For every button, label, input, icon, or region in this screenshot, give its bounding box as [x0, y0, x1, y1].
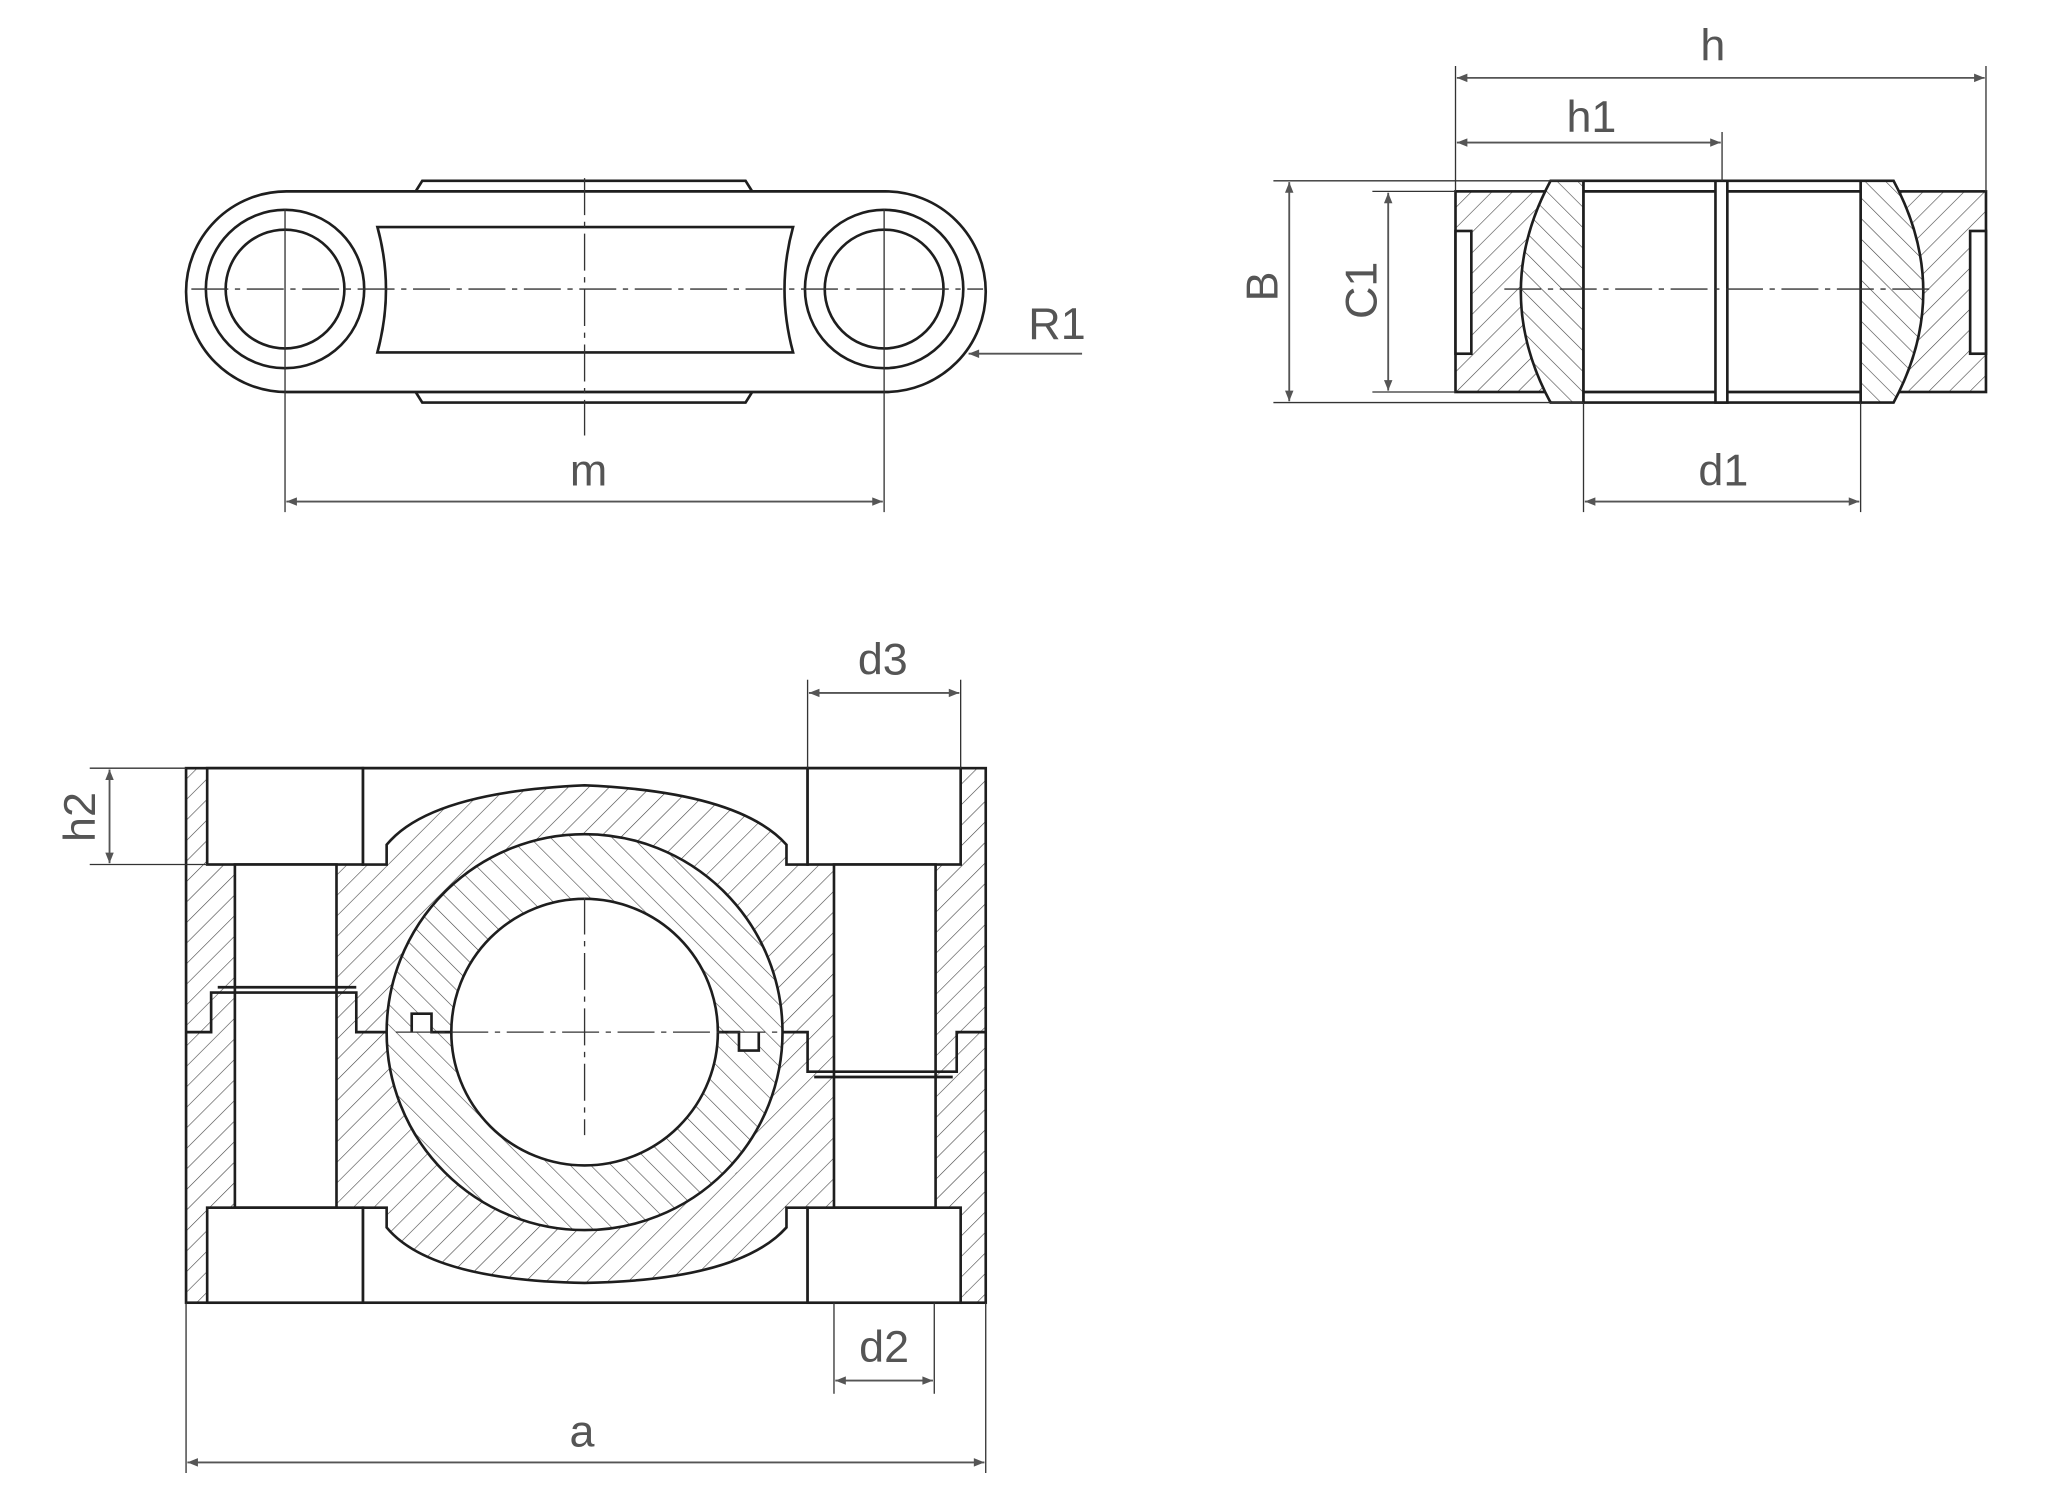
left-end-notch	[1454, 229, 1473, 356]
front-section-view: h2 d3 d2 a	[54, 633, 988, 1473]
label-h1: h1	[1566, 91, 1616, 142]
right-counterbore-top	[806, 766, 962, 866]
label-h: h	[1700, 20, 1725, 71]
label-c1: C1	[1335, 262, 1386, 319]
left-counterbore-top	[205, 766, 365, 866]
top-view: m R1	[184, 178, 1086, 513]
key-notch-left	[410, 1012, 453, 1034]
top-relief	[361, 766, 809, 866]
center-groove	[1714, 179, 1729, 404]
sleeve-spherical-right-hatch	[1859, 179, 1925, 404]
center-slot	[375, 225, 795, 354]
right-end-notch	[1968, 229, 1988, 356]
right-parting-step	[771, 1030, 986, 1074]
label-r1: R1	[1028, 298, 1085, 349]
side-section-view: h h1 B C1 d1	[1236, 20, 1988, 513]
bottom-relief	[361, 1206, 809, 1305]
right-bolt-hole	[832, 863, 937, 1209]
label-a: a	[569, 1406, 594, 1457]
label-m: m	[570, 445, 607, 496]
housing-outline	[184, 190, 988, 394]
left-bolt-hole	[233, 863, 338, 1209]
right-counterbore-bottom	[806, 1206, 962, 1305]
label-d1: d1	[1698, 445, 1748, 496]
left-counterbore-bottom	[205, 1206, 365, 1305]
label-b: B	[1236, 271, 1287, 301]
label-d2: d2	[859, 1321, 909, 1372]
left-parting-step	[186, 991, 396, 1034]
label-h2: h2	[54, 792, 105, 842]
label-d3: d3	[858, 633, 908, 684]
